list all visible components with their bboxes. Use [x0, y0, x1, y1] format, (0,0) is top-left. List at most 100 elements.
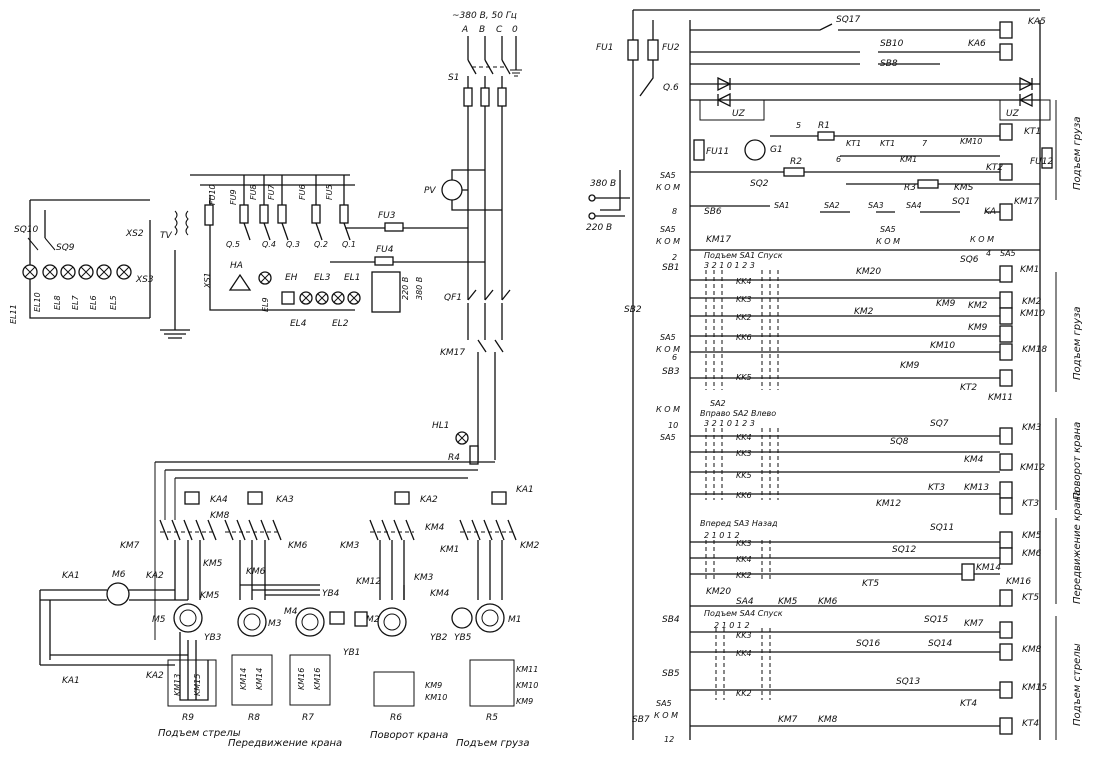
km6-label: KM6: [288, 541, 308, 551]
el10-label: EL10: [33, 292, 42, 312]
kk6-b-label: KK6: [736, 491, 752, 500]
km11-coil-label: KM11: [988, 393, 1013, 403]
v220-label: 220 В: [401, 277, 410, 300]
ka-label: KA: [984, 207, 996, 217]
el5-label: EL5: [109, 295, 118, 310]
el9-label: EL9: [261, 297, 270, 312]
km8-b-label: KM8: [818, 715, 838, 725]
km9-coil-text: KM9: [968, 323, 988, 333]
kk3-b-label: KK3: [736, 449, 752, 458]
pv-label: PV: [424, 186, 436, 196]
r6-label: R6: [390, 713, 402, 723]
kk3-c-label: KK3: [736, 539, 752, 548]
caption-right-rotation: Поворот крана: [1072, 422, 1083, 500]
kt1-b-label: KT1: [880, 139, 895, 148]
kk3-d-label: KK3: [736, 631, 752, 640]
sa5-4-label: SA5: [1000, 249, 1016, 258]
g1-label: G1: [770, 145, 783, 155]
n5-label: 5: [796, 121, 801, 130]
caption-crane-travel: Передвижение крана: [228, 738, 342, 749]
fu6-label: FU6: [298, 184, 307, 200]
q2-label: Q.2: [314, 240, 328, 249]
el3-label: EL3: [314, 273, 331, 283]
el2-label: EL2: [332, 319, 349, 329]
km17-sw-label: KM17: [706, 235, 731, 245]
tv-label: TV: [160, 231, 172, 241]
km5b-label: KM5: [200, 591, 220, 601]
sb4-label: SB4: [662, 615, 680, 625]
km7-label: KM7: [120, 541, 140, 551]
yb1-label: YB1: [343, 648, 360, 658]
el1-label: EL1: [344, 273, 360, 283]
km8-label: KM8: [210, 511, 230, 521]
ka6-label: KA6: [968, 39, 986, 49]
m4-label: M4: [284, 607, 298, 617]
q4-label: Q.4: [262, 240, 276, 249]
r2-label: R2: [790, 157, 802, 167]
km14-r8-label: KM14: [239, 668, 248, 690]
km16-coil-label: KM16: [1006, 577, 1031, 587]
fu12-label: FU12: [1030, 157, 1053, 167]
m3-label: M3: [268, 619, 282, 629]
km5-coil-label: KM5: [1022, 531, 1042, 541]
control-circuit: FU1 FU2 Q.6 SQ17 KA5 SB10 KA6 SB8 UZ UZ …: [586, 9, 1083, 744]
km10-r5-label: KM10: [516, 681, 538, 690]
kt5-label: KT5: [862, 579, 879, 589]
kt5-coil-label: KT5: [1022, 593, 1039, 603]
sa4-ctl-label: SA4: [736, 597, 754, 607]
kk3-a-label: KK3: [736, 295, 752, 304]
yb3-label: YB3: [204, 633, 222, 643]
sa5-5-label: SA5: [660, 333, 676, 342]
ka4-label: KA4: [210, 495, 228, 505]
sq7-label: SQ7: [930, 419, 949, 429]
km6-coil-label: KM6: [1022, 549, 1042, 559]
kom-3-label: К О М: [876, 237, 900, 246]
eh-label: EH: [285, 273, 298, 283]
xs1-label: XS1: [203, 272, 212, 289]
el4-label: EL4: [290, 319, 307, 329]
power-circuit: ~380 В, 50 Гц A B C 0 S1 PV FU3 FU4 220 …: [39, 11, 540, 749]
kom-4-label: К О М: [970, 235, 994, 244]
km16b-r7-label: KM16: [313, 668, 322, 690]
n2-label: 2: [672, 253, 677, 262]
km12-ctl-label: KM12: [876, 499, 901, 509]
uz-right-label: UZ: [1006, 109, 1020, 119]
r3-label: R3: [904, 183, 916, 193]
km9-r5-label: KM9: [516, 697, 533, 706]
kom-5-label: К О М: [656, 345, 680, 354]
km20-b-label: KM20: [706, 587, 731, 597]
kt4-coil-label: KT4: [1022, 719, 1039, 729]
fu10-label: FU10: [208, 184, 217, 205]
el7-label: EL7: [71, 294, 80, 310]
km13-r9-label: KM13: [173, 674, 182, 696]
sb2-label: SB2: [624, 305, 642, 315]
sa1-label: SA1: [774, 201, 790, 210]
km3-coil-label: KM3: [1022, 423, 1042, 433]
sq11-label: SQ11: [930, 523, 954, 533]
km7-b-label: KM7: [778, 715, 798, 725]
v380-ctl-label: 380 В: [590, 179, 616, 189]
km15-r9-label: KM15: [193, 674, 202, 696]
sq16-label: SQ16: [856, 639, 881, 649]
caption-load-lift: Подъем груза: [456, 738, 529, 749]
r4-label: R4: [448, 453, 460, 463]
kt2-b-label: KT2: [960, 383, 977, 393]
n8-label: 8: [672, 207, 677, 216]
km10-r6-label: KM10: [425, 693, 447, 702]
hdr-lift-label: Подъем SA1 Спуск: [704, 251, 783, 260]
sa2-sw-label: SA2: [710, 399, 726, 408]
km17-power-label: KM17: [440, 348, 465, 358]
sq8-label: SQ8: [890, 437, 909, 447]
km10-top-label: KM10: [960, 137, 982, 146]
kk2-c-label: KK2: [736, 571, 752, 580]
hdr-trav-label: Вперед SA3 Назад: [700, 519, 778, 528]
km6b-label: KM6: [246, 567, 266, 577]
caption-right-boom: Подъем стрелы: [1072, 643, 1083, 726]
n6-label: 6: [836, 155, 841, 164]
sq14-label: SQ14: [928, 639, 953, 649]
sa5-6-label: SA5: [660, 433, 676, 442]
lighting-circuit: FU10 FU9 FU8 FU7 FU6 FU5 Q.5 Q.4 Q.3 Q.2…: [9, 174, 361, 339]
kom-6-label: К О М: [656, 405, 680, 414]
km3b-label: KM3: [414, 573, 434, 583]
km13-ctl-label: KM13: [964, 483, 989, 493]
